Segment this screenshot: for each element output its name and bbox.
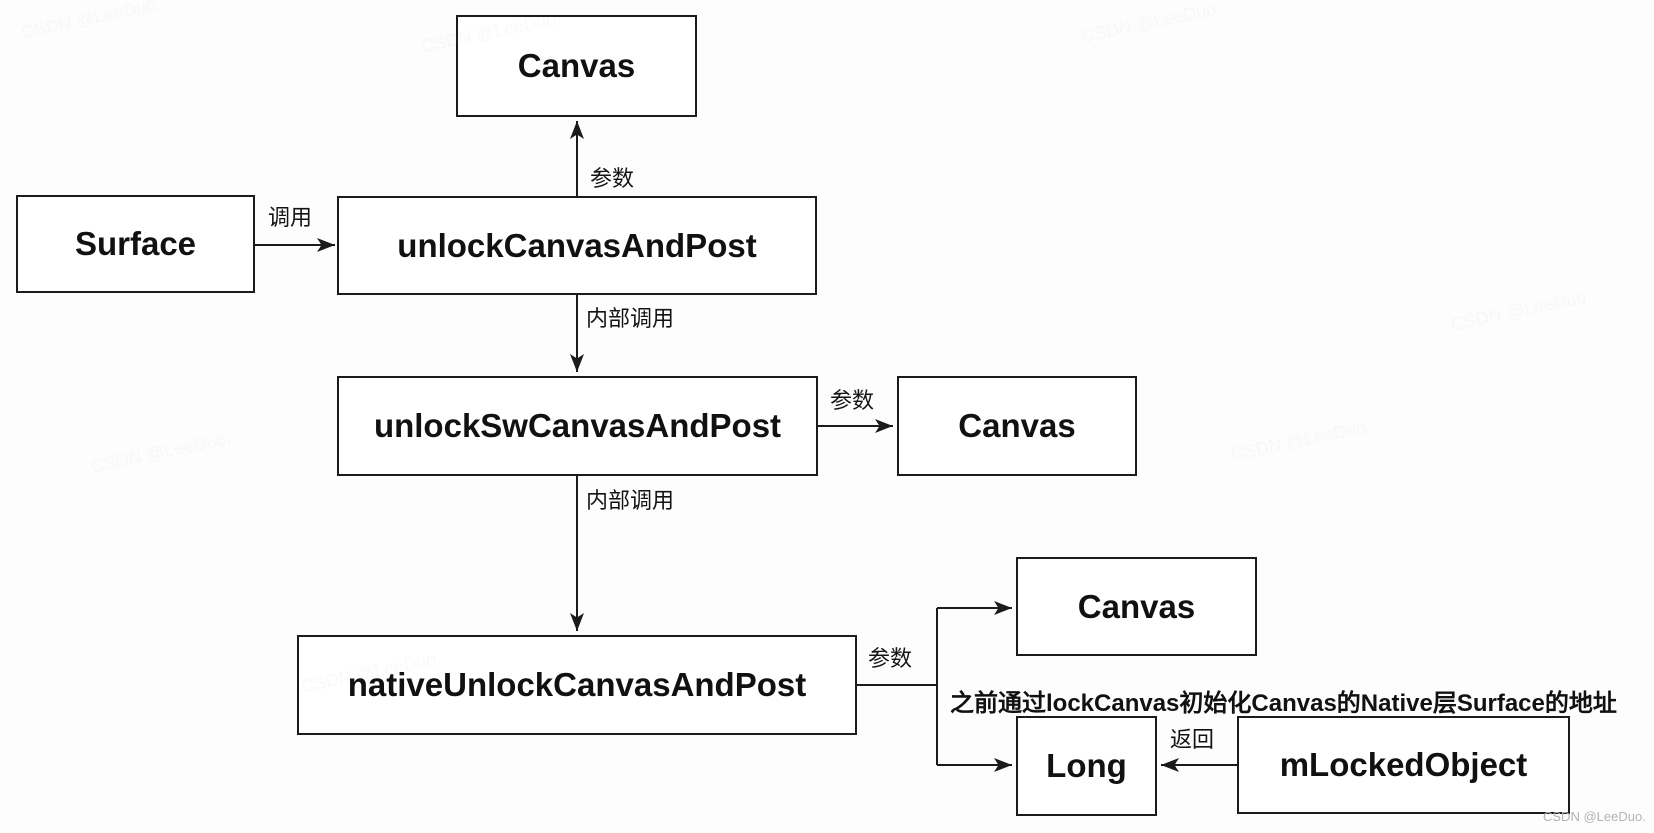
- node-unlock-canvas-and-post: unlockCanvasAndPost: [337, 196, 817, 295]
- node-m-locked-object: mLockedObject: [1237, 716, 1570, 814]
- node-native-unlock-canvas-and-post: nativeUnlockCanvasAndPost: [297, 635, 857, 735]
- annotation-native-surface-address: 之前通过lockCanvas初始化Canvas的Native层Surface的地…: [950, 690, 1617, 717]
- edge-label-call: 调用: [268, 205, 313, 230]
- edge-nativeunlock-branch-trunk: [857, 608, 938, 765]
- csdn-watermark: CSDN @LeeDuo.: [1543, 809, 1646, 824]
- edge-label-internal-call-2: 内部调用: [586, 488, 675, 513]
- edge-label-param-top: 参数: [590, 166, 635, 191]
- node-long: Long: [1016, 716, 1157, 816]
- edge-label-param-bottom: 参数: [868, 646, 913, 671]
- node-canvas-bottom: Canvas: [1016, 557, 1257, 656]
- node-surface: Surface: [16, 195, 255, 293]
- node-canvas-mid: Canvas: [897, 376, 1137, 476]
- node-unlock-sw-canvas-and-post: unlockSwCanvasAndPost: [337, 376, 818, 476]
- edge-label-param-mid: 参数: [830, 388, 875, 413]
- edge-label-return: 返回: [1170, 727, 1215, 752]
- edge-label-internal-call-1: 内部调用: [586, 306, 675, 331]
- node-canvas-top: Canvas: [456, 15, 697, 117]
